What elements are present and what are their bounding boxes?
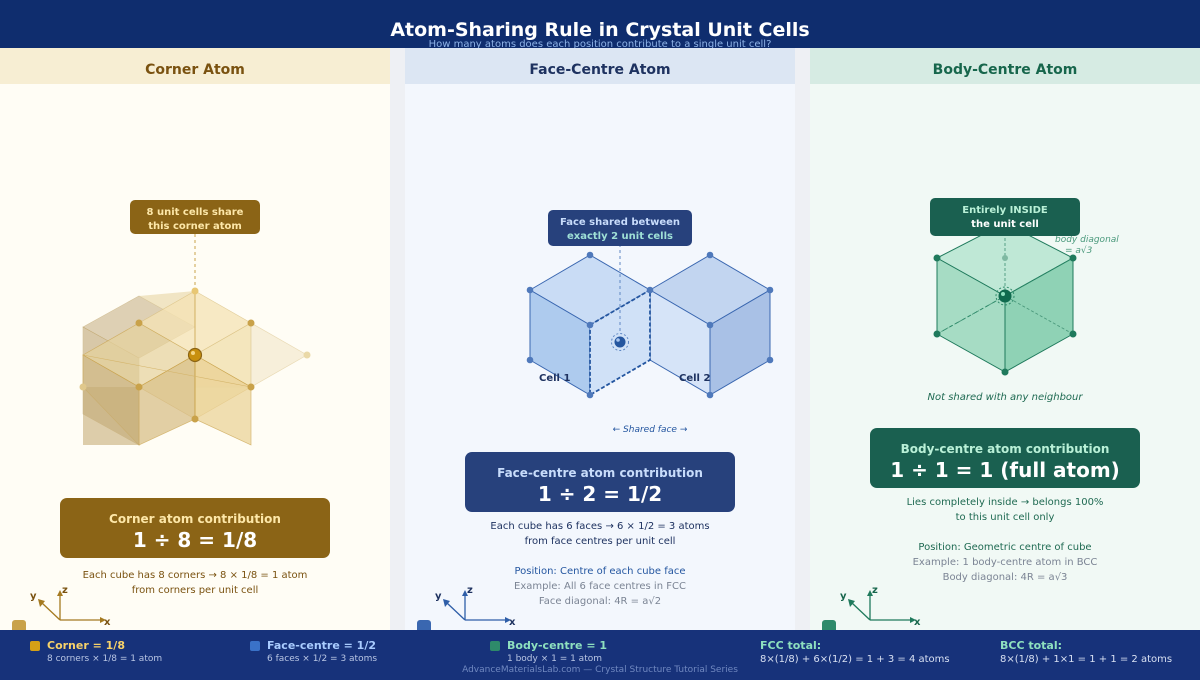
page-header: Atom-Sharing Rule in Crystal Unit Cells …	[0, 0, 1200, 50]
shared-face-label: ← Shared face →	[613, 425, 688, 435]
corner-axis-x-label: x	[104, 617, 111, 628]
cell-1-label: Cell 1	[539, 373, 570, 384]
body-contribution-formula: 1 ÷ 1 = 1 (full atom)	[890, 458, 1120, 482]
face-panel-heading: Face-Centre Atom	[405, 48, 795, 84]
body-centre-diagram: body diagonal = a√3 Not shared with any …	[840, 222, 1119, 628]
body-diagonal-label-line1: body diagonal	[1055, 235, 1119, 245]
legend-face-detail: 6 faces × 1/2 = 3 atoms	[267, 654, 378, 664]
corner-explanation: Each cube has 8 corners → 8 × 1/8 = 1 at…	[20, 568, 370, 598]
face-axis-x-label: x	[509, 617, 516, 628]
corner-atom-panel: Corner Atom	[0, 48, 390, 630]
page-subtitle: How many atoms does each position contri…	[428, 39, 772, 50]
body-example-note: Example: 1 body-centre atom in BCC	[912, 557, 1098, 568]
corner-explanation-line1: Each cube has 8 corners → 8 × 1/8 = 1 at…	[82, 570, 308, 581]
legend-bcc-detail: 8×(1/8) + 1×1 = 1 + 1 = 2 atoms	[1000, 654, 1173, 665]
corner-sharing-callout: 8 unit cells share this corner atom	[130, 200, 260, 234]
face-position-note: Position: Centre of each cube face	[514, 566, 686, 577]
legend-corner-detail: 8 corners × 1/8 = 1 atom	[47, 654, 163, 664]
body-contribution-box: Body-centre atom contribution 1 ÷ 1 = 1 …	[870, 428, 1140, 488]
not-shared-label: Not shared with any neighbour	[928, 392, 1084, 403]
cell-2-label: Cell 2	[679, 373, 710, 384]
body-explanation-line1: Lies completely inside → belongs 100%	[906, 497, 1104, 508]
face-sharing-callout: Face shared between exactly 2 unit cells	[548, 210, 692, 246]
legend-body-title: Body-centre = 1	[507, 639, 608, 652]
body-callout-line1: Entirely INSIDE	[962, 205, 1048, 216]
corner-explanation-line2: from corners per unit cell	[131, 585, 259, 596]
body-centre-panel: Body-Centre Atom body diagonal = a√3 Not…	[810, 48, 1200, 630]
legend-face-title: Face-centre = 1/2	[267, 639, 376, 652]
face-axis-z-label: z	[467, 585, 473, 596]
legend-body-swatch	[490, 641, 500, 651]
legend-corner-swatch	[30, 641, 40, 651]
corner-sharing-diagram: x z y	[30, 234, 311, 628]
face-callout-line1: Face shared between	[560, 217, 680, 228]
legend-bar: Corner = 1/8 8 corners × 1/8 = 1 atom Fa…	[0, 630, 1200, 680]
face-contribution-label: Face-centre atom contribution	[497, 466, 703, 480]
body-contribution-label: Body-centre atom contribution	[900, 442, 1110, 456]
face-explanation-line1: Each cube has 6 faces → 6 × 1/2 = 3 atom…	[490, 521, 710, 532]
corner-callout-line2: this corner atom	[148, 221, 242, 232]
face-callout-line2: exactly 2 unit cells	[566, 231, 673, 242]
face-diagonal-note: Face diagonal: 4R = a√2	[538, 596, 662, 607]
face-contribution-box: Face-centre atom contribution 1 ÷ 2 = 1/…	[465, 452, 735, 512]
face-axis-y-label: y	[435, 591, 442, 602]
legend-fcc-title: FCC total:	[760, 639, 822, 652]
body-axis-z-label: z	[872, 585, 878, 596]
page-title: Atom-Sharing Rule in Crystal Unit Cells	[390, 19, 810, 41]
body-inside-callout: Entirely INSIDE the unit cell	[930, 198, 1080, 236]
body-diagonal-label-line2: = a√3	[1065, 245, 1093, 256]
legend-corner-title: Corner = 1/8	[47, 639, 125, 652]
body-explanation: Lies completely inside → belongs 100% to…	[830, 495, 1180, 585]
legend-face-swatch	[250, 641, 260, 651]
corner-contribution-label: Corner atom contribution	[109, 512, 281, 526]
legend-body-detail: 1 body × 1 = 1 atom	[507, 654, 603, 664]
corner-axis-y-label: y	[30, 591, 37, 602]
face-explanation: Each cube has 6 faces → 6 × 1/2 = 3 atom…	[425, 519, 775, 609]
face-example-note: Example: All 6 face centres in FCC	[514, 581, 686, 592]
corner-panel-heading: Corner Atom	[0, 48, 390, 84]
corner-callout-line1: 8 unit cells share	[146, 207, 244, 218]
body-axis-y-label: y	[840, 591, 847, 602]
face-explanation-line2: from face centres per unit cell	[524, 536, 676, 547]
corner-contribution-formula: 1 ÷ 8 = 1/8	[132, 528, 258, 552]
body-position-note: Position: Geometric centre of cube	[918, 542, 1092, 553]
legend-fcc-detail: 8×(1/8) + 6×(1/2) = 1 + 3 = 4 atoms	[760, 654, 950, 665]
body-callout-line2: the unit cell	[971, 219, 1039, 230]
face-contribution-formula: 1 ÷ 2 = 1/2	[537, 482, 663, 506]
corner-contribution-box: Corner atom contribution 1 ÷ 8 = 1/8	[60, 498, 330, 558]
body-axis-x-label: x	[914, 617, 921, 628]
footer-credit: AdvanceMaterialsLab.com — Crystal Struct…	[462, 665, 738, 675]
body-panel-heading: Body-Centre Atom	[810, 48, 1200, 84]
face-sharing-diagram: Cell 1 Cell 2 ← Shared face → x z y	[435, 244, 774, 628]
legend-bcc-title: BCC total:	[1000, 639, 1063, 652]
body-diagonal-note: Body diagonal: 4R = a√3	[942, 572, 1068, 583]
body-explanation-line2: to this unit cell only	[955, 512, 1055, 523]
face-centre-panel: Face-Centre Atom Cell 1 Cell 2 ← Shared …	[405, 48, 795, 630]
corner-axis-z-label: z	[62, 585, 68, 596]
